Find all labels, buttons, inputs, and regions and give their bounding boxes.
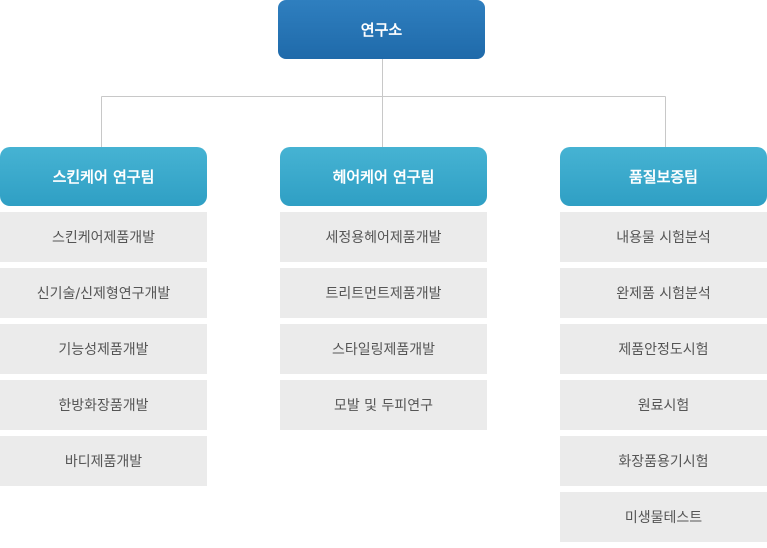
team-items-haircare: 세정용헤어제품개발 트리트먼트제품개발 스타일링제품개발 모발 및 두피연구 xyxy=(280,212,487,430)
team-items-skincare: 스킨케어제품개발 신기술/신제형연구개발 기능성제품개발 한방화장품개발 바디제… xyxy=(0,212,207,486)
list-item: 바디제품개발 xyxy=(0,436,207,486)
list-item: 원료시험 xyxy=(560,380,767,430)
team-name-quality: 품질보증팀 xyxy=(628,168,698,186)
list-item: 기능성제품개발 xyxy=(0,324,207,374)
list-item: 화장품용기시험 xyxy=(560,436,767,486)
team-items-quality: 내용물 시험분석 완제품 시험분석 제품안정도시험 원료시험 화장품용기시험 미… xyxy=(560,212,767,542)
list-item: 스타일링제품개발 xyxy=(280,324,487,374)
root-label: 연구소 xyxy=(360,21,403,39)
list-item: 한방화장품개발 xyxy=(0,380,207,430)
team-name-skincare: 스킨케어 연구팀 xyxy=(52,168,155,186)
list-item: 스킨케어제품개발 xyxy=(0,212,207,262)
list-item: 세정용헤어제품개발 xyxy=(280,212,487,262)
list-item: 미생물테스트 xyxy=(560,492,767,542)
team-column-skincare: 스킨케어 연구팀 스킨케어제품개발 신기술/신제형연구개발 기능성제품개발 한방… xyxy=(0,147,207,492)
list-item: 완제품 시험분석 xyxy=(560,268,767,318)
list-item: 제품안정도시험 xyxy=(560,324,767,374)
list-item: 내용물 시험분석 xyxy=(560,212,767,262)
team-column-haircare: 헤어케어 연구팀 세정용헤어제품개발 트리트먼트제품개발 스타일링제품개발 모발… xyxy=(280,147,487,436)
team-name-haircare: 헤어케어 연구팀 xyxy=(332,168,435,186)
list-item: 신기술/신제형연구개발 xyxy=(0,268,207,318)
team-column-quality: 품질보증팀 내용물 시험분석 완제품 시험분석 제품안정도시험 원료시험 화장품… xyxy=(560,147,767,548)
root-node: 연구소 xyxy=(278,0,485,59)
team-header-skincare: 스킨케어 연구팀 xyxy=(0,147,207,206)
team-header-haircare: 헤어케어 연구팀 xyxy=(280,147,487,206)
list-item: 모발 및 두피연구 xyxy=(280,380,487,430)
team-header-quality: 품질보증팀 xyxy=(560,147,767,206)
list-item: 트리트먼트제품개발 xyxy=(280,268,487,318)
